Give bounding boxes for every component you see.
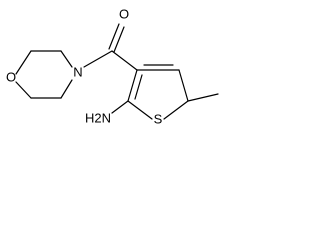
bond-c2-amine [111, 100, 129, 114]
bond-carbonyl-to-ring [111, 50, 138, 71]
bond-c2-c3 [127, 69, 138, 102]
bond-o-c1 [15, 50, 32, 75]
morpholine-oxygen-label: O [6, 69, 16, 84]
carbonyl-oxygen-label: O [119, 6, 129, 21]
amide-linkage [83, 23, 138, 71]
morpholine-ring [15, 50, 73, 99]
bond-c2-n [60, 50, 73, 68]
morpholine-nitrogen-label: N [73, 64, 82, 79]
thiophene-ring [127, 64, 189, 120]
bond-carbonyl-double-a [108, 23, 120, 50]
bond-carbonyl-double-b [113, 26, 125, 53]
bond-c4-o [15, 81, 32, 99]
bond-n-carbonyl-carbon [83, 50, 113, 68]
bond-c2-c3-inner [134, 74, 143, 100]
bond-s-c2 [127, 100, 153, 120]
chemical-structure-diagram: O N O H2N S [6, 6, 219, 126]
bond-c4-c5 [178, 69, 189, 102]
substituent-bonds [111, 93, 219, 114]
bond-n-c3 [60, 79, 73, 99]
thiophene-sulfur-label: S [154, 111, 163, 126]
bond-c5-methyl [187, 93, 219, 102]
amine-label: H2N [85, 110, 111, 125]
bond-c5-s [163, 100, 189, 120]
